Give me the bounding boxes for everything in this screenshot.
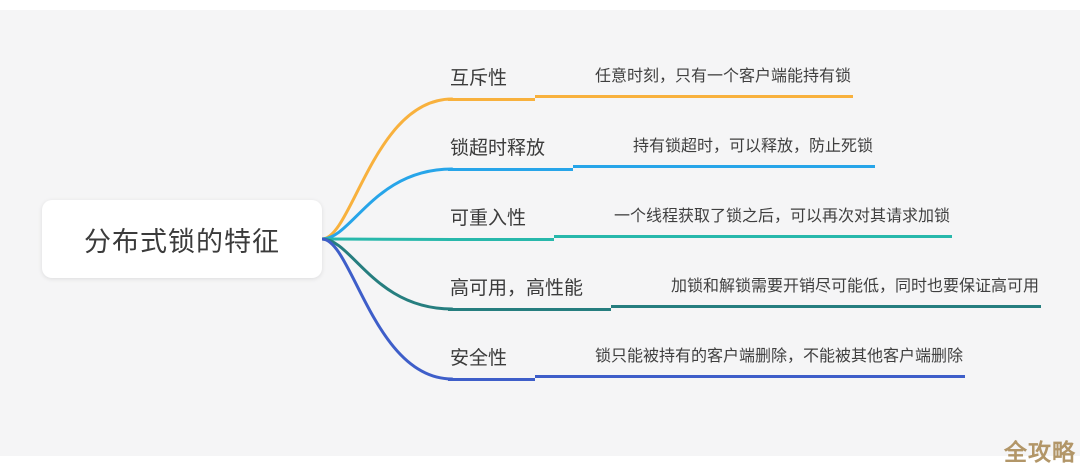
branch-label[interactable]: 锁超时释放 [448,133,574,171]
branch-label[interactable]: 安全性 [448,343,536,381]
branch-lock-timeout-release: 锁超时释放 持有锁超时，可以释放，防止死锁 [448,125,876,171]
branch-note[interactable]: 一个线程获取了锁之后，可以再次对其请求加锁 [554,202,953,238]
branch-safety: 安全性 锁只能被持有的客户端删除，不能被其他客户端删除 [448,335,966,381]
branch-mutual-exclusivity: 互斥性 任意时刻，只有一个客户端能持有锁 [448,55,854,101]
branch-label[interactable]: 可重入性 [448,203,555,241]
root-topic[interactable]: 分布式锁的特征 [42,200,322,278]
branch-note[interactable]: 加锁和解锁需要开销尽可能低，同时也要保证高可用 [611,272,1042,308]
branch-high-availability-performance: 高可用，高性能 加锁和解锁需要开销尽可能低，同时也要保证高可用 [448,265,1042,311]
branch-label[interactable]: 互斥性 [448,63,536,101]
branch-note[interactable]: 持有锁超时，可以释放，防止死锁 [573,132,876,168]
branch-note[interactable]: 任意时刻，只有一个客户端能持有锁 [535,62,854,98]
watermark: 全攻略 [1004,439,1076,465]
branch-note[interactable]: 锁只能被持有的客户端删除，不能被其他客户端删除 [535,342,966,378]
branch-label[interactable]: 高可用，高性能 [448,273,612,311]
root-topic-label: 分布式锁的特征 [84,226,280,257]
branch-reentrancy: 可重入性 一个线程获取了锁之后，可以再次对其请求加锁 [448,195,953,241]
